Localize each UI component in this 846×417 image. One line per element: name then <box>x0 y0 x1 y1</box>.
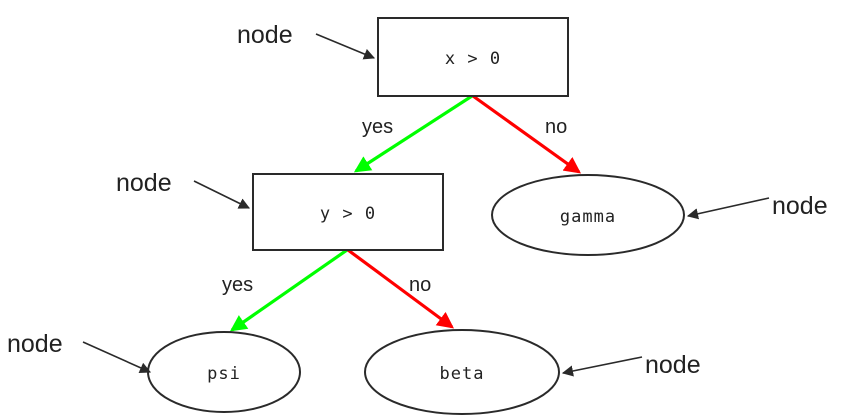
annotation-root-label: node <box>237 21 293 49</box>
node-root[interactable]: x > 0 <box>377 17 569 97</box>
edge-label-group: yes no yes no <box>222 116 567 296</box>
edge-root-yes-to-left <box>353 94 473 173</box>
annotation-left-label: node <box>116 169 172 197</box>
node-beta-ellipse[interactable] <box>364 329 560 415</box>
annotation-left-leader-line <box>193 180 251 209</box>
node-psi[interactable]: psi <box>147 331 301 413</box>
annotation-left: node <box>116 169 251 209</box>
edge-root-no-to-gamma <box>472 94 582 174</box>
node-beta[interactable]: beta <box>364 329 560 415</box>
annotation-beta: node <box>561 351 701 379</box>
node-gamma[interactable]: gamma <box>491 174 685 256</box>
node-left-label: y > 0 <box>320 204 376 224</box>
annotation-gamma: node <box>686 192 828 220</box>
edge-label-left-yes: yes <box>222 274 253 296</box>
node-root-box[interactable] <box>377 17 569 97</box>
annotation-root: node <box>237 21 376 60</box>
edge-left-yes-to-psi <box>229 248 348 332</box>
node-beta-label: beta <box>440 364 485 384</box>
annotation-root-leader-line <box>315 33 376 60</box>
node-root-label: x > 0 <box>445 49 501 69</box>
annotation-psi-leader-line <box>82 341 152 373</box>
annotation-gamma-label: node <box>772 192 828 220</box>
edge-group <box>229 94 582 332</box>
node-psi-label: psi <box>207 364 241 384</box>
edge-label-root-no: no <box>545 116 567 138</box>
edge-label-root-yes: yes <box>362 116 393 138</box>
annotation-beta-label: node <box>645 351 701 379</box>
annotation-psi: node <box>7 330 152 373</box>
node-left-box[interactable] <box>252 173 444 251</box>
annotation-psi-label: node <box>7 330 63 358</box>
node-gamma-label: gamma <box>560 207 616 227</box>
edge-left-no-to-beta <box>347 248 455 329</box>
node-left[interactable]: y > 0 <box>252 173 444 251</box>
annotation-beta-leader-line <box>561 356 643 377</box>
node-gamma-ellipse[interactable] <box>491 174 685 256</box>
edge-label-left-no: no <box>409 274 431 296</box>
annotation-gamma-leader-line <box>686 197 770 220</box>
